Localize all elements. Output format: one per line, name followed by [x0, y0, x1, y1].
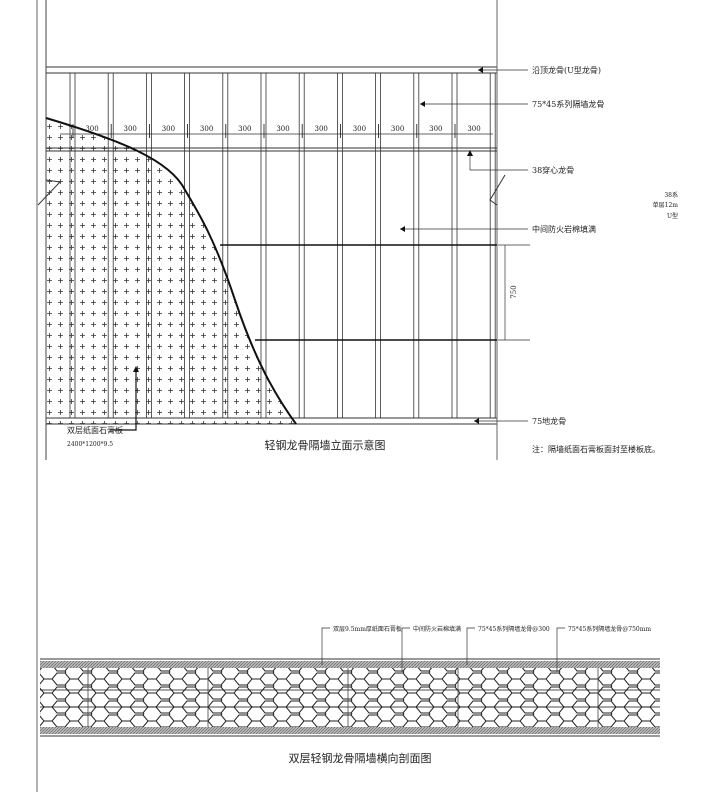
break-symbol [489, 174, 506, 206]
section-callout-stud-300: 75*45系列隔墙龙骨@300 [478, 625, 550, 633]
dimension-label: 300 [124, 125, 137, 133]
dimension-label: 300 [85, 125, 98, 133]
dimension-label: 300 [162, 125, 175, 133]
break-symbol [37, 179, 62, 206]
board-cut-curve [45, 117, 297, 425]
insulation-layer [40, 668, 660, 727]
dimension-label: 300 [391, 125, 404, 133]
section-callout-board: 双层9.5mm厚纸面石膏板 [333, 625, 402, 633]
side-note-2: 单层12m [653, 201, 679, 209]
callout-board-size: 2400*1200*9.5 [67, 441, 113, 448]
section-callout-insulation: 中间防火岩棉填满 [413, 625, 461, 633]
section-callout-stud-750: 75*45系列隔墙龙骨@750mm [568, 625, 651, 633]
callout-insulation: 中间防火岩棉填满 [532, 224, 596, 234]
dimension-label: 300 [353, 125, 366, 133]
board-layer-bottom [40, 727, 660, 734]
side-note-3: U型 [667, 212, 678, 220]
dimension-label: 300 [429, 125, 442, 133]
elevation-title: 轻钢龙骨隔墙立面示意图 [265, 438, 386, 452]
vertical-dimension-label: 750 [510, 285, 518, 298]
dimension-label: 300 [200, 125, 213, 133]
callout-top-track: 沿顶龙骨(U型龙骨) [532, 65, 601, 75]
gypsum-board-area [46, 118, 296, 424]
dimension-label: 300 [315, 125, 328, 133]
elevation-view: 300 300 300 300 300 300 300 300 300 300 300 750 沿顶… [37, 0, 679, 460]
callout-board: 双层纸面石膏板 [67, 425, 123, 435]
section-title: 双层轻钢龙骨隔墙横向剖面图 [289, 751, 432, 765]
callout-channel: 38穿心龙骨 [532, 165, 574, 175]
dimension-label: 300 [238, 125, 251, 133]
section-view: 双层9.5mm厚纸面石膏板 中间防火岩棉填满 75*45系列隔墙龙骨@300 7… [40, 625, 660, 765]
note: 注：隔墙纸面石膏板面封至楼板底。 [532, 444, 660, 454]
dimension-label: 300 [467, 125, 480, 133]
dimension-label: 300 [276, 125, 289, 133]
callout-floor-track: 75地龙骨 [532, 416, 566, 426]
board-layer-top [40, 661, 660, 668]
callout-stud: 75*45系列隔墙龙骨 [532, 99, 604, 109]
side-note-1: 38系 [664, 191, 678, 199]
